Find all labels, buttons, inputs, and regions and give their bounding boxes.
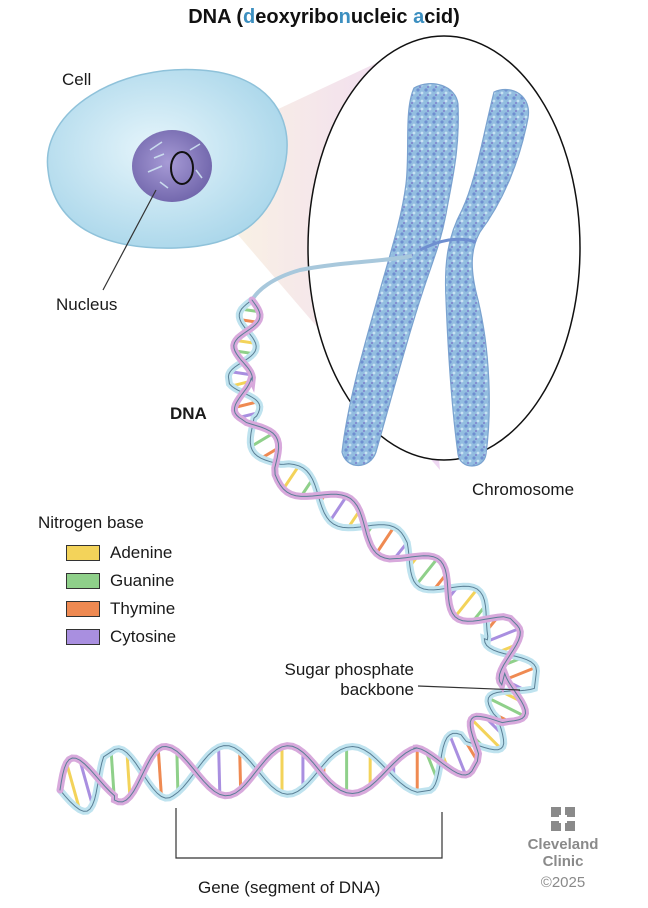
legend-swatch: [66, 629, 100, 645]
legend-item-label: Thymine: [110, 599, 176, 618]
base-pair: [375, 526, 396, 555]
legend-item: Guanine: [38, 567, 176, 595]
base-pair: [250, 432, 274, 448]
legend-title: Nitrogen base: [38, 513, 144, 532]
base-pair: [328, 495, 348, 523]
base-pair: [156, 748, 163, 797]
legend-item-label: Adenine: [110, 543, 173, 562]
legend-item-label: Guanine: [110, 571, 175, 590]
sugar-backbone-leader: [417, 685, 521, 691]
sugar-backbone-label: Sugar phosphate backbone: [284, 660, 415, 699]
nucleus-highlight: [170, 151, 194, 185]
gene-bracket: [175, 808, 443, 859]
chromatin-strand: [250, 254, 413, 302]
legend-swatch: [66, 545, 100, 561]
base-pair: [65, 762, 82, 811]
base-pair: [448, 734, 468, 776]
cleveland-clinic-logo-icon: [550, 806, 576, 832]
nucleus-label: Nucleus: [56, 295, 118, 314]
chromosome-shape: [341, 83, 530, 467]
diagram-title: DNA (deoxyribonucleic acid): [188, 6, 460, 28]
base-pair: [415, 557, 439, 586]
base-pair: [470, 717, 503, 750]
nucleus-leader: [102, 189, 157, 291]
legend-item-label: Cytosine: [110, 627, 177, 646]
base-pair: [238, 751, 243, 790]
cell-label: Cell: [62, 70, 92, 89]
base-pair: [217, 747, 222, 795]
base-pair: [453, 588, 479, 618]
legend-item: Adenine: [38, 539, 176, 567]
base-pair: [282, 464, 301, 490]
legend-swatch: [66, 601, 100, 617]
legend-item: Cytosine: [38, 623, 176, 651]
dna-label: DNA: [170, 404, 207, 423]
chromosome-label: Chromosome: [472, 480, 575, 499]
base-pair: [487, 696, 526, 718]
gene-label: Gene (segment of DNA): [198, 878, 381, 897]
brand-logo: Cleveland Clinic ©2025: [508, 806, 618, 891]
base-pair: [125, 752, 132, 797]
strand-outline: [59, 299, 527, 803]
legend-swatch: [66, 573, 100, 589]
dna-helix: [56, 296, 541, 815]
base-pair: [78, 759, 94, 806]
base-pair: [175, 751, 180, 793]
legend-item: Thymine: [38, 595, 176, 623]
